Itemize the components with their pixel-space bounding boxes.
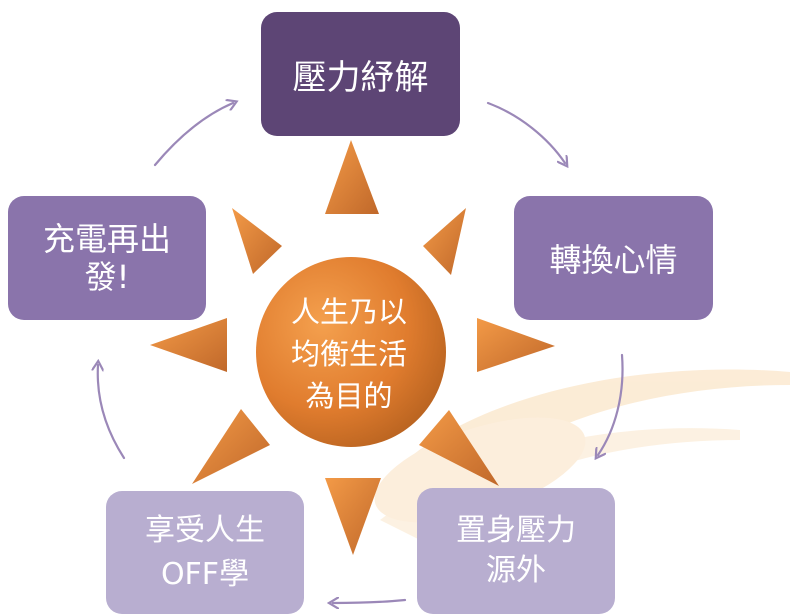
sun-ray xyxy=(325,478,381,555)
sun-core xyxy=(256,257,446,447)
node-stress-relief: 壓力紓解 xyxy=(261,12,460,136)
center-label: 人生乃以 均衡生活 為目的 xyxy=(265,270,433,438)
sun-ray xyxy=(419,410,499,486)
curved-arrow-icon xyxy=(598,353,624,455)
sun-ray xyxy=(423,208,466,275)
sun-ray xyxy=(192,409,270,484)
node-label-line-2: OFF學 xyxy=(160,556,250,592)
node-label-line-1: 享受人生 xyxy=(145,512,265,548)
node-label-line-2: 發! xyxy=(84,258,130,296)
sun-ray xyxy=(150,318,227,372)
curved-arrow-icon xyxy=(333,600,407,603)
cycle-arrows xyxy=(98,101,624,603)
sun-ray xyxy=(325,140,379,214)
sun-ray xyxy=(232,208,282,274)
center-label-line-1: 人生乃以 xyxy=(290,295,407,329)
node-label-line-2: 源外 xyxy=(486,553,546,588)
curved-arrow-icon xyxy=(486,101,565,163)
node-enjoy-life: 享受人生 OFF學 xyxy=(106,491,304,614)
node-label-line-1: 充電再出 xyxy=(42,220,171,258)
node-recharge: 充電再出 發! xyxy=(8,196,206,320)
curved-arrow-icon xyxy=(98,365,126,460)
curved-arrow-icon xyxy=(153,103,233,167)
node-change-mood: 轉換心情 xyxy=(514,196,713,320)
node-label: 壓力紓解 xyxy=(292,57,429,98)
center-label-line-2: 均衡生活 xyxy=(290,337,407,371)
node-away-from-stress: 置身壓力 源外 xyxy=(417,488,615,614)
sun-icon xyxy=(150,140,555,555)
node-label-line-1: 置身壓力 xyxy=(456,513,576,548)
sun-ray xyxy=(477,318,555,372)
center-label-line-3: 為目的 xyxy=(305,379,393,413)
node-label: 轉換心情 xyxy=(549,241,678,279)
